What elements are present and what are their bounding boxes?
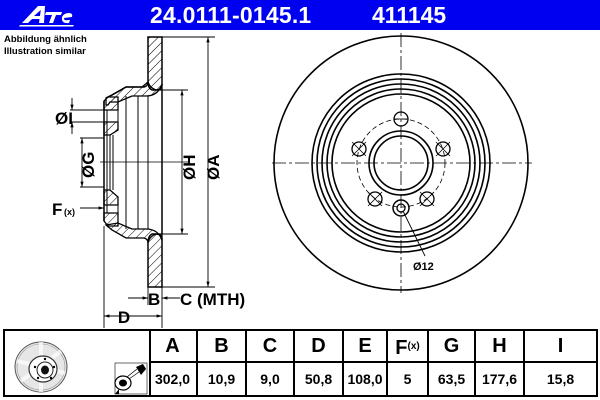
header-A: A [149,331,196,363]
label-dia-A: ØA [204,155,223,181]
column-F: F(x) 5 [388,331,429,395]
header-F-sub: (x) [407,341,420,352]
dimension-lines [70,36,215,328]
header-E: E [344,331,386,363]
value-B: 10,9 [207,371,236,387]
column-H: H 177,6 [476,331,525,395]
brake-disc-icon [14,341,68,393]
spec-table: A 302,0 B 10,9 C 9,0 D 50,8 E 108,0 F(x)… [3,329,598,397]
spray-coating-icon [114,362,148,395]
illustration-note: Abbildung ähnlich Illustration similar [4,34,87,58]
label-D: D [118,308,130,327]
value-I: 15,8 [546,371,575,387]
cross-section-view [100,36,190,288]
part-number: 24.0111-0145.1 [150,2,312,28]
bolt-holes [351,111,451,207]
column-B: B 10,9 [198,331,247,395]
note-english: Illustration similar [4,46,86,57]
value-A: 302,0 [154,371,191,387]
column-G: G 63,5 [429,331,476,395]
column-A: A 302,0 [149,331,198,395]
reference-number: 411145 [372,2,447,28]
column-E: E 108,0 [344,331,388,395]
note-german: Abbildung ähnlich [4,34,87,45]
header-F-label: F [395,337,408,359]
label-B: B [148,290,160,309]
value-D: 50,8 [304,371,333,387]
label-hole-dia: Ø12 [413,261,434,273]
technical-drawing: ØI ØG ØH ØA F (x) B C (MTH) D [52,33,532,328]
ate-logo-icon [19,6,74,27]
value-E: 108,0 [347,371,383,387]
header-bar: 24.0111-0145.1 411145 [0,0,600,30]
label-dia-G: ØG [79,152,98,178]
label-F-sub: (x) [64,207,75,217]
value-C: 9,0 [260,371,280,387]
label-C-mth: C (MTH) [180,290,245,309]
header-I: I [525,331,596,363]
header-G: G [429,331,474,363]
column-D: D 50,8 [295,331,344,395]
header-D: D [295,331,342,363]
front-view [272,33,532,293]
label-dia-I: ØI [55,109,73,128]
header-B: B [198,331,245,363]
dimension-labels: ØI ØG ØH ØA F (x) B C (MTH) D [52,109,245,327]
column-C: C 9,0 [247,331,295,395]
label-F: F [52,200,62,219]
value-G: 63,5 [437,371,466,387]
header-F: F(x) [388,331,427,363]
label-dia-H: ØH [180,155,199,181]
header-H: H [476,331,523,363]
product-images-cell [5,331,151,395]
value-F: 5 [403,371,412,387]
header-C: C [247,331,293,363]
column-I: I 15,8 [525,331,596,395]
value-H: 177,6 [481,371,518,387]
